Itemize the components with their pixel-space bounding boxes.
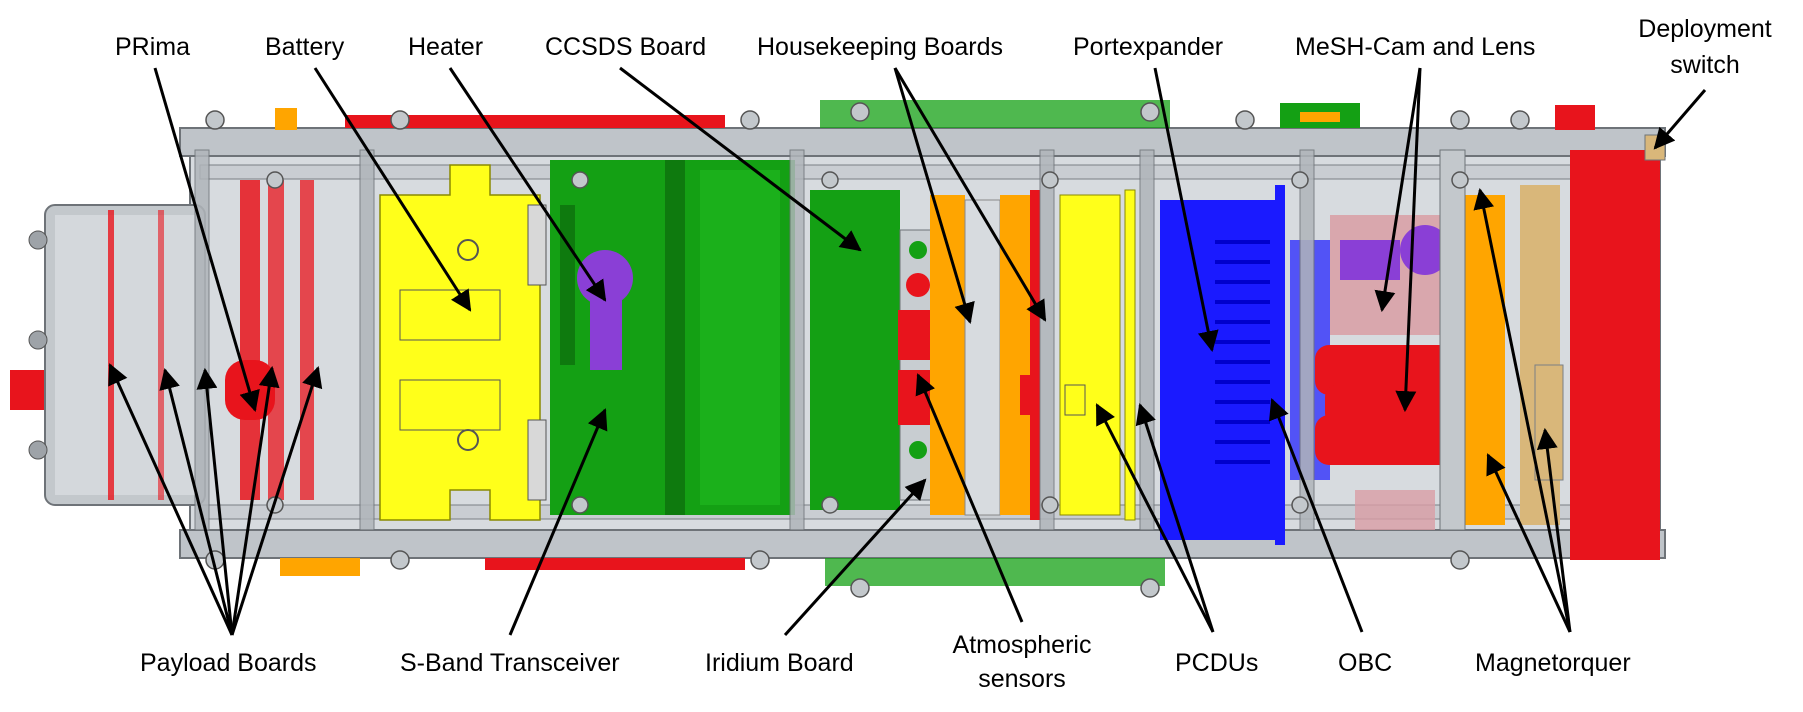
label-deployment-switch-line2: switch <box>1670 51 1740 79</box>
bottom-red-strip <box>485 558 745 570</box>
label-prima: PRima <box>115 33 191 61</box>
portexpander-board <box>1059 189 1136 521</box>
ccsds-iridium-block <box>810 190 938 510</box>
label-obc: OBC <box>1338 649 1393 677</box>
top-green-strip <box>820 100 1170 128</box>
top-orange-small <box>1300 112 1340 122</box>
top-red-strip <box>345 115 725 128</box>
top-red-small <box>1555 105 1595 130</box>
housekeeping-boards <box>930 190 1040 520</box>
label-housekeeping-boards: Housekeeping Boards <box>757 33 1003 61</box>
magnetorquer-bars <box>1439 149 1660 560</box>
bottom-green-strip <box>825 558 1165 586</box>
label-atmospheric-line1: Atmospheric <box>952 631 1092 659</box>
label-mesh-cam: MeSH-Cam and Lens <box>1295 33 1536 61</box>
label-atmospheric-line2: sensors <box>978 665 1066 693</box>
label-ccsds-board: CCSDS Board <box>545 33 707 61</box>
label-battery: Battery <box>265 33 345 61</box>
sband-block <box>550 160 795 515</box>
label-portexpander: Portexpander <box>1073 33 1224 61</box>
screws <box>205 102 1530 598</box>
label-pcdus: PCDUs <box>1175 649 1259 677</box>
top-orange-left <box>275 108 297 130</box>
label-sband-transceiver: S-Band Transceiver <box>400 649 620 677</box>
battery-block <box>379 164 547 521</box>
label-heater: Heater <box>408 33 484 61</box>
label-magnetorquer: Magnetorquer <box>1475 649 1631 677</box>
leader-lines <box>108 66 1707 637</box>
label-payload-boards: Payload Boards <box>140 649 317 677</box>
payload-drum <box>10 204 206 506</box>
label-deployment-switch-line1: Deployment <box>1638 15 1772 43</box>
bottom-orange-strip <box>280 558 360 576</box>
label-iridium-board: Iridium Board <box>705 649 854 677</box>
